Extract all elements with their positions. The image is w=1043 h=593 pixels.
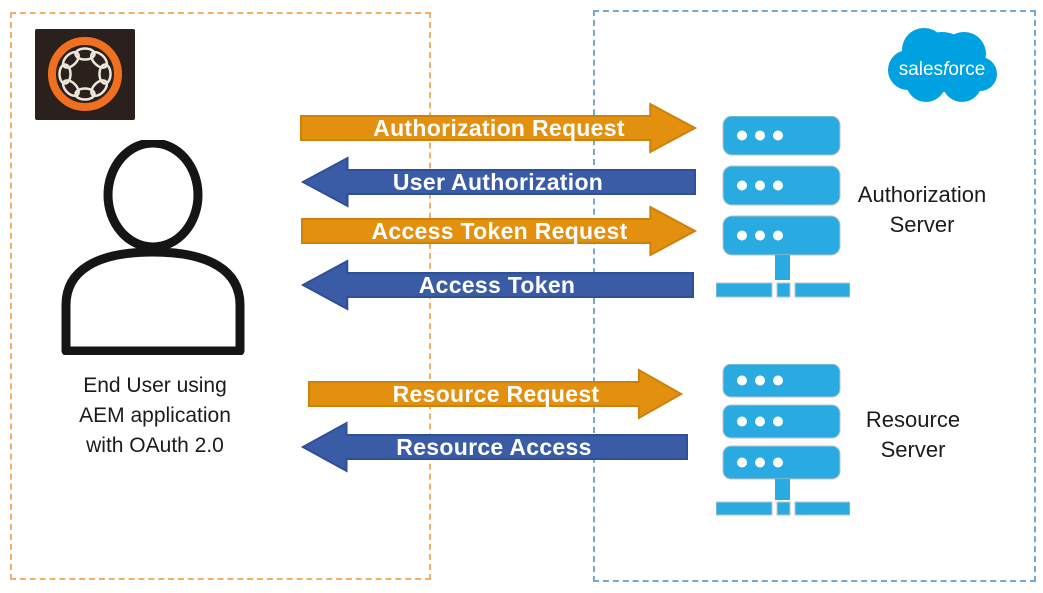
flow-arrow-label: Resource Access	[396, 433, 592, 460]
flow-arrow-resource-request: Resource Request	[308, 368, 684, 420]
right-arrow-icon	[308, 368, 684, 420]
salesforce-logo-icon: salesforce	[888, 28, 997, 102]
right-arrow-icon	[301, 205, 698, 257]
flow-arrow-authorization-request: Authorization Request	[300, 102, 698, 154]
end-user-icon	[61, 140, 245, 355]
salesforce-logo-text: salesforce	[899, 59, 986, 80]
flow-arrow-label: Access Token Request	[371, 217, 628, 244]
flow-arrow-label: User Authorization	[392, 168, 604, 195]
resource-server-label: Resource Server	[865, 407, 961, 462]
left-arrow-icon	[300, 259, 694, 311]
flow-arrow-label: Authorization Request	[373, 114, 625, 141]
flow-arrow-label: Access Token	[418, 271, 576, 298]
flow-arrow-user-authorization: User Authorization	[300, 156, 696, 208]
aem-logo-icon	[35, 29, 135, 120]
flow-arrow-label: Resource Request	[392, 380, 600, 407]
flow-arrow-resource-access: Resource Access	[300, 421, 688, 473]
authorization-server-icon	[716, 116, 850, 298]
left-arrow-icon	[300, 156, 696, 208]
flow-arrow-access-token: Access Token	[300, 259, 694, 311]
right-arrow-icon	[300, 102, 698, 154]
flow-arrow-access-token-request: Access Token Request	[301, 205, 698, 257]
resource-server-icon	[716, 364, 850, 516]
end-user-label: End User using AEM application with OAut…	[79, 374, 231, 457]
authorization-server-label: Authorization Server	[857, 182, 987, 237]
left-arrow-icon	[300, 421, 688, 473]
